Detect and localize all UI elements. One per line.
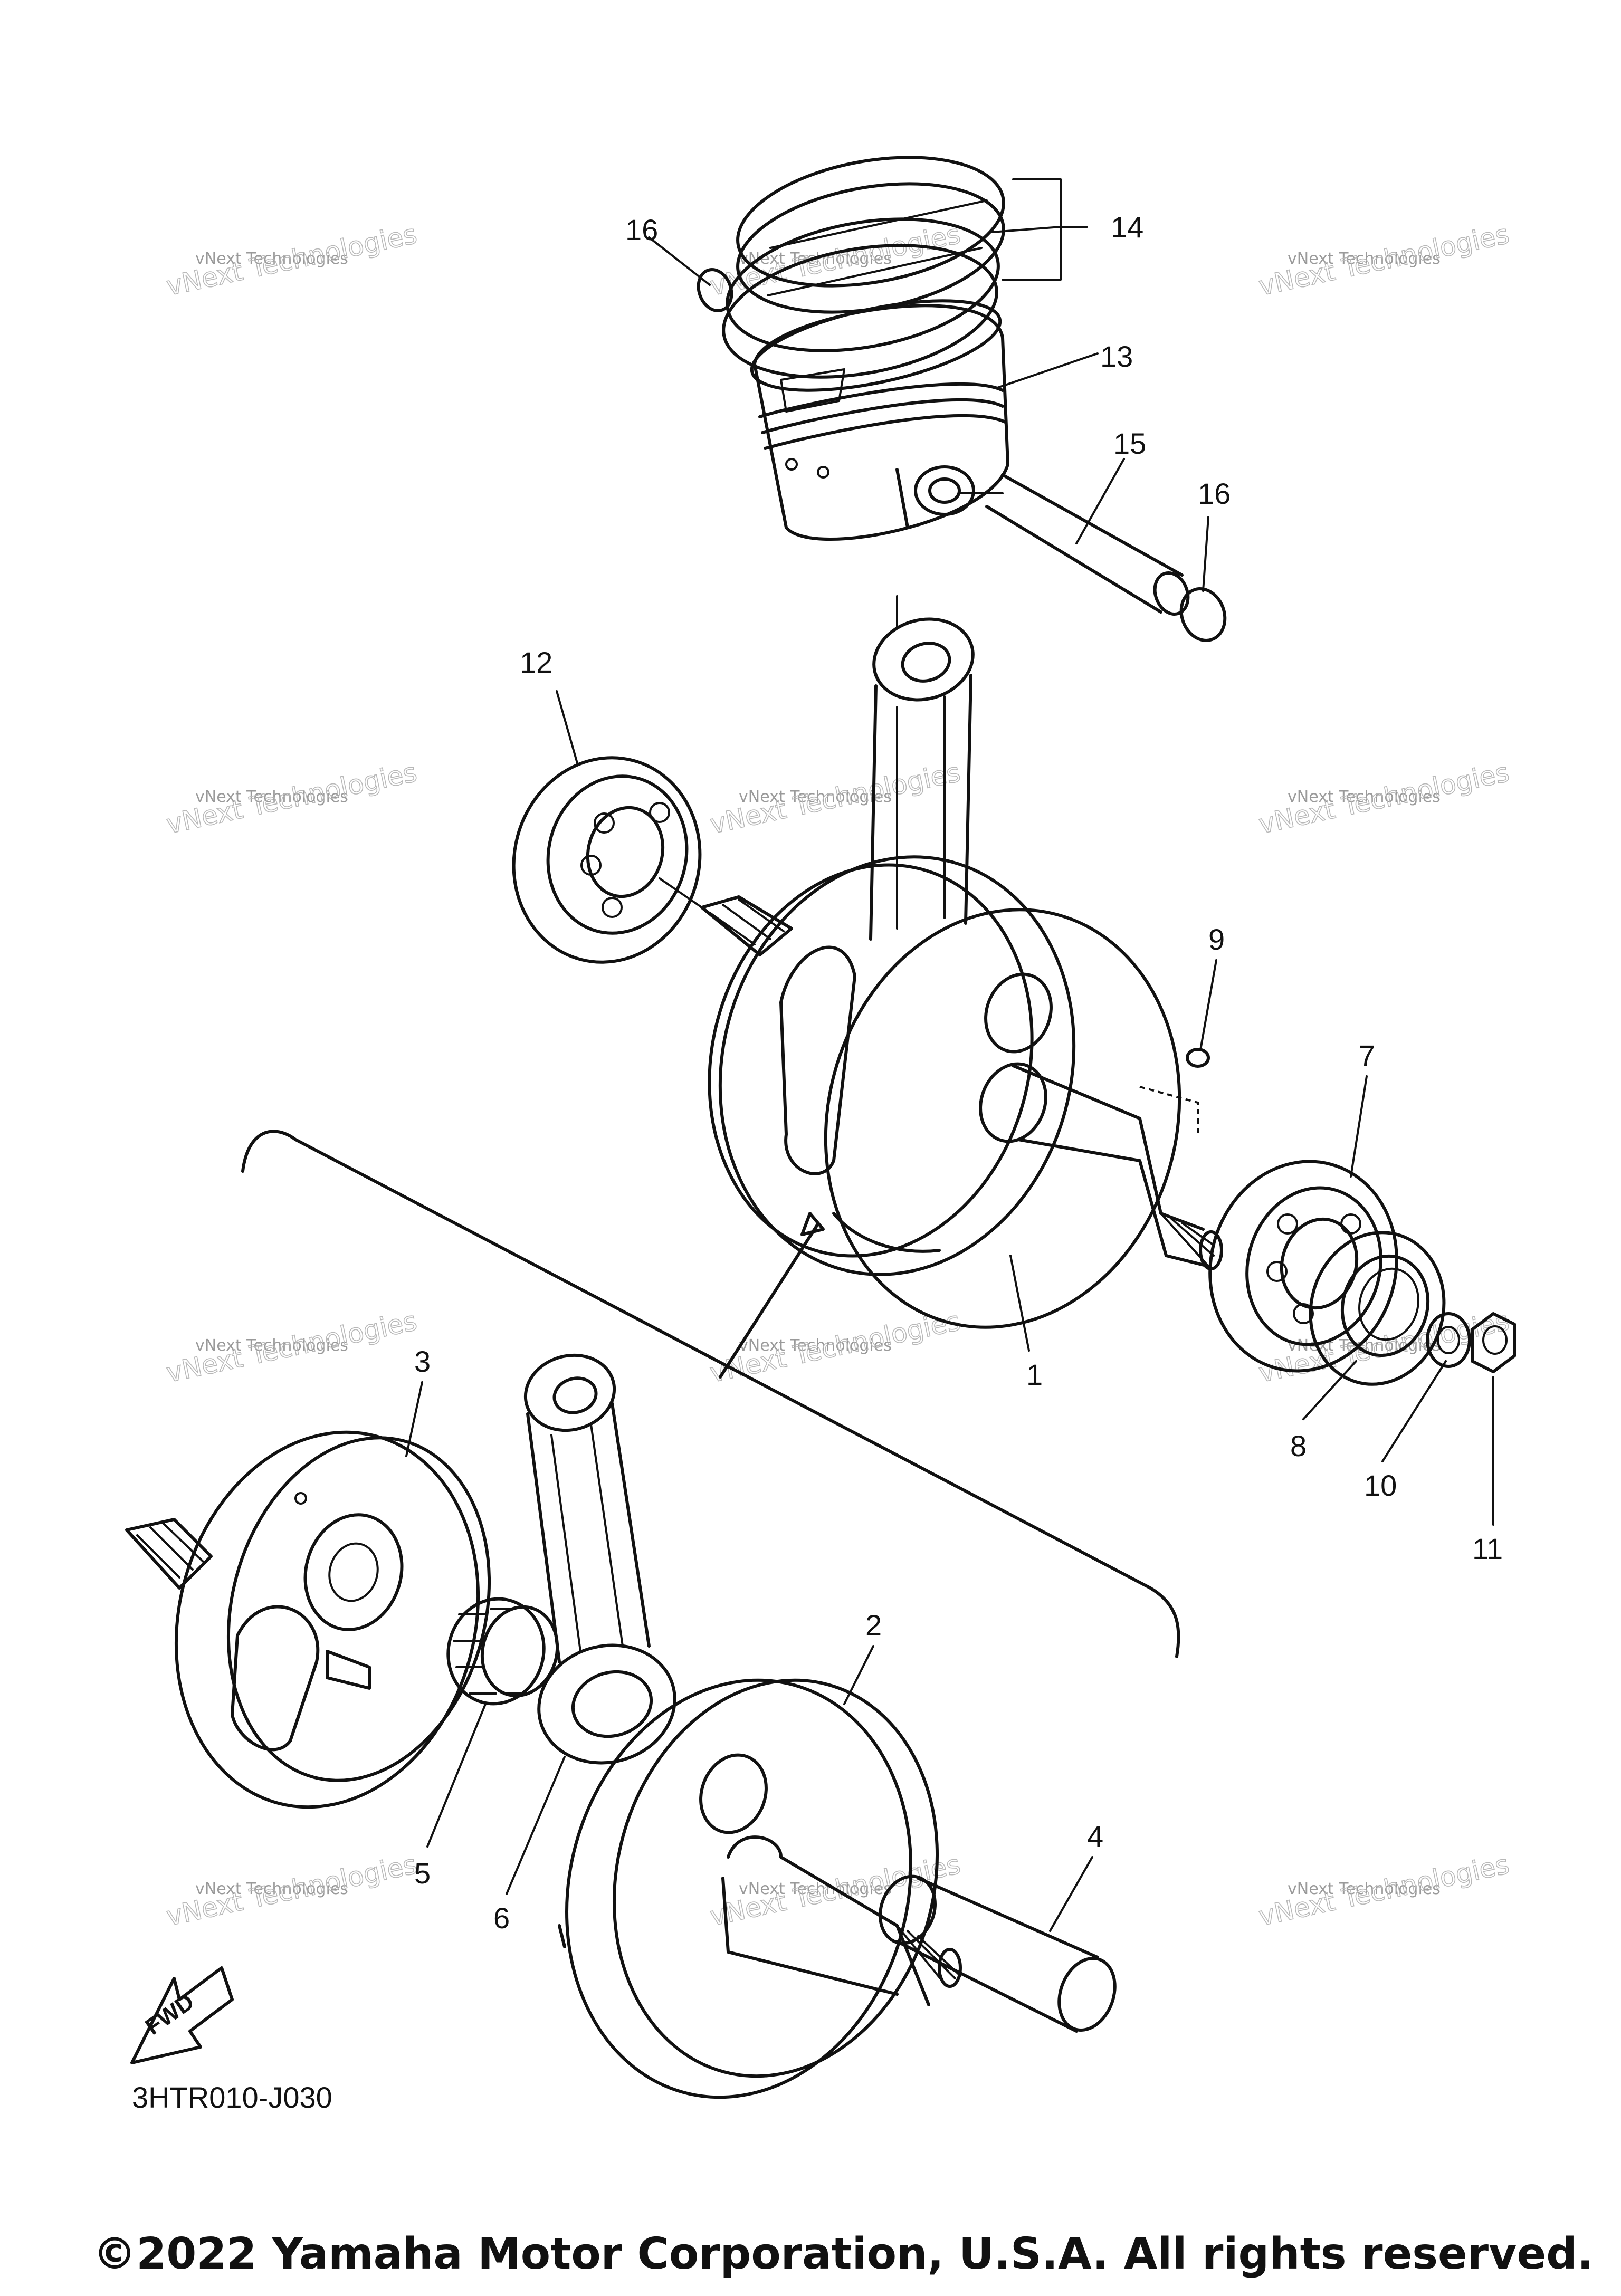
needle-bearing — [446, 1597, 559, 1706]
callout-16a: 16 — [625, 213, 658, 246]
callout-9: 9 — [1208, 923, 1225, 956]
forward-arrow: FWD — [130, 1966, 234, 2064]
callout-11: 11 — [1472, 1532, 1503, 1565]
callout-14: 14 — [1111, 211, 1143, 244]
callout-3: 3 — [414, 1345, 431, 1378]
piston — [750, 299, 1009, 541]
watermark: vNext Technologies vNext Technologies — [1256, 1849, 1512, 1933]
connecting-rod-upper — [869, 595, 975, 941]
watermark: vNext Technologies vNext Technologies — [1256, 757, 1512, 840]
callout-6: 6 — [493, 1901, 510, 1935]
copyright-notice: ©2022 Yamaha Motor Corporation, U.S.A. A… — [93, 2229, 1594, 2279]
watermark-group: vNext Technologies vNext Technologies vN… — [164, 218, 1512, 1933]
callout-2: 2 — [865, 1609, 882, 1642]
watermark: vNext Technologies vNext Technologies — [164, 1849, 420, 1933]
svg-text:vNext Technologies: vNext Technologies — [1288, 1880, 1441, 1898]
callout-13: 13 — [1100, 340, 1133, 373]
circlip-right — [1179, 587, 1227, 642]
callout-8: 8 — [1290, 1429, 1307, 1462]
callout-10: 10 — [1364, 1469, 1397, 1502]
bearing-left — [512, 756, 703, 964]
crank-half-left — [125, 1430, 491, 1809]
callout-7: 7 — [1359, 1039, 1375, 1072]
callout-15: 15 — [1113, 427, 1146, 460]
callouts: 14 13 16 15 16 12 9 7 1 8 10 11 3 2 4 5 … — [414, 211, 1503, 1935]
diagram-code: 3HTR010-J030 — [132, 2081, 332, 2114]
leader-lines — [405, 178, 1494, 1932]
connecting-rod-lower — [523, 1353, 676, 1765]
callout-12: 12 — [520, 646, 552, 679]
assembly-bracket — [241, 1130, 1180, 1658]
svg-text:vNext Technologies: vNext Technologies — [195, 1336, 348, 1355]
svg-text:vNext Technologies: vNext Technologies — [739, 1880, 892, 1898]
svg-text:vNext Technologies: vNext Technologies — [195, 1880, 348, 1898]
washer — [1426, 1312, 1471, 1368]
circlip-left — [697, 268, 733, 312]
callout-5: 5 — [414, 1857, 431, 1890]
svg-text:vNext Technologies: vNext Technologies — [195, 788, 348, 806]
watermark: vNext Technologies vNext Technologies — [707, 757, 964, 840]
crankshaft-assembly — [700, 855, 1223, 1329]
svg-text:vNext Technologies: vNext Technologies — [195, 250, 348, 268]
callout-4: 4 — [1087, 1820, 1103, 1853]
nut — [1471, 1312, 1516, 1373]
watermark: vNext Technologies vNext Technologies — [164, 1305, 420, 1389]
woodruff-key — [1186, 1048, 1210, 1068]
crank-pin — [879, 1874, 1117, 2033]
svg-text:vNext Technologies: vNext Technologies — [1288, 788, 1441, 806]
watermark: vNext Technologies vNext Technologies — [164, 218, 420, 302]
callout-16b: 16 — [1198, 477, 1231, 510]
watermark: vNext Technologies vNext Technologies — [164, 757, 420, 840]
svg-text:vNext Technologies: vNext Technologies — [1288, 250, 1441, 268]
piston-pin — [959, 473, 1190, 616]
callout-1: 1 — [1026, 1358, 1043, 1391]
svg-text:vNext Technologies: vNext Technologies — [739, 1336, 892, 1355]
oil-seal — [1309, 1231, 1446, 1386]
watermark: vNext Technologies vNext Technologies — [1256, 218, 1512, 302]
svg-text:vNext Technologies: vNext Technologies — [739, 788, 892, 806]
